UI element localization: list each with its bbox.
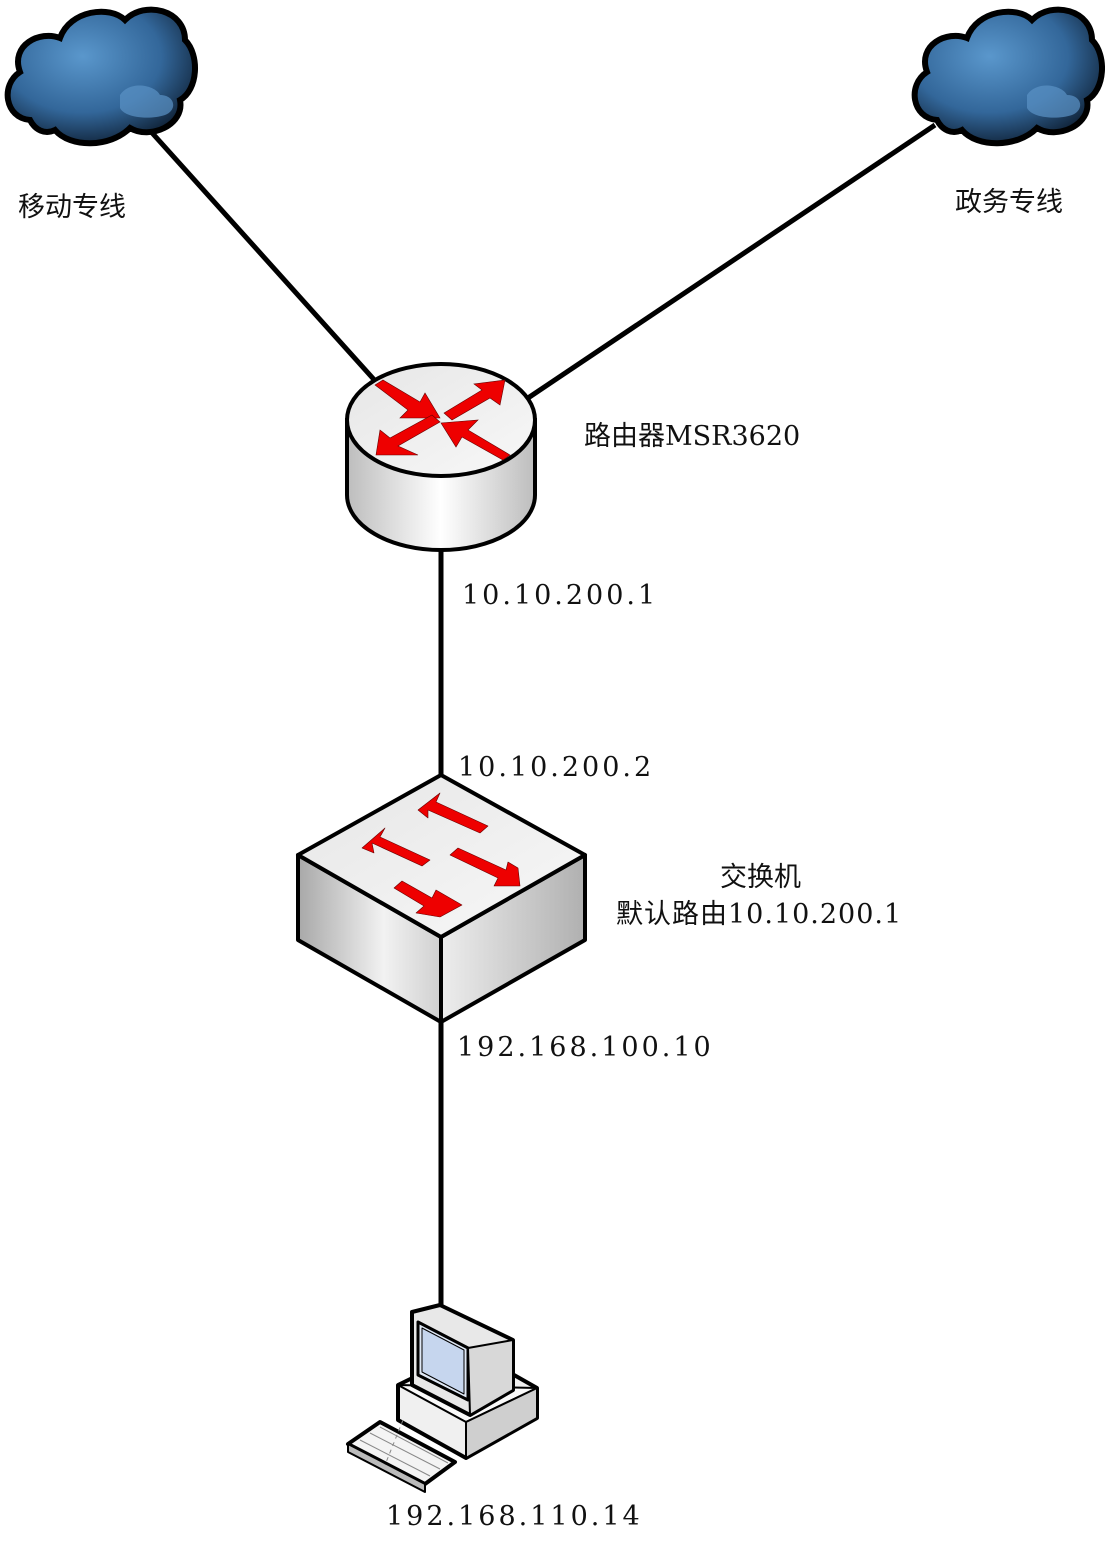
switch-icon [296,773,587,1024]
switch-default-route-label: 默认路由10.10.200.1 [616,899,903,930]
links [143,122,937,1312]
cloud-icon-mobile [4,6,199,147]
pc-ip-label: 192.168.110.14 [386,1501,643,1532]
switch-label: 交换机 [720,862,801,893]
cloud-label-mobile: 移动专线 [18,192,126,223]
router-label: 路由器MSR3620 [584,421,801,452]
switch-uplink-ip-label: 10.10.200.2 [458,752,655,783]
cloud-icon-gov [911,6,1105,147]
router-ip-label: 10.10.200.1 [462,580,659,611]
link-gov-router [526,122,937,401]
computer-icon [346,1303,539,1493]
link-mobile-router [143,123,380,386]
router-icon [345,362,537,552]
cloud-label-gov: 政务专线 [955,187,1063,218]
switch-downlink-ip-label: 192.168.100.10 [457,1032,714,1063]
